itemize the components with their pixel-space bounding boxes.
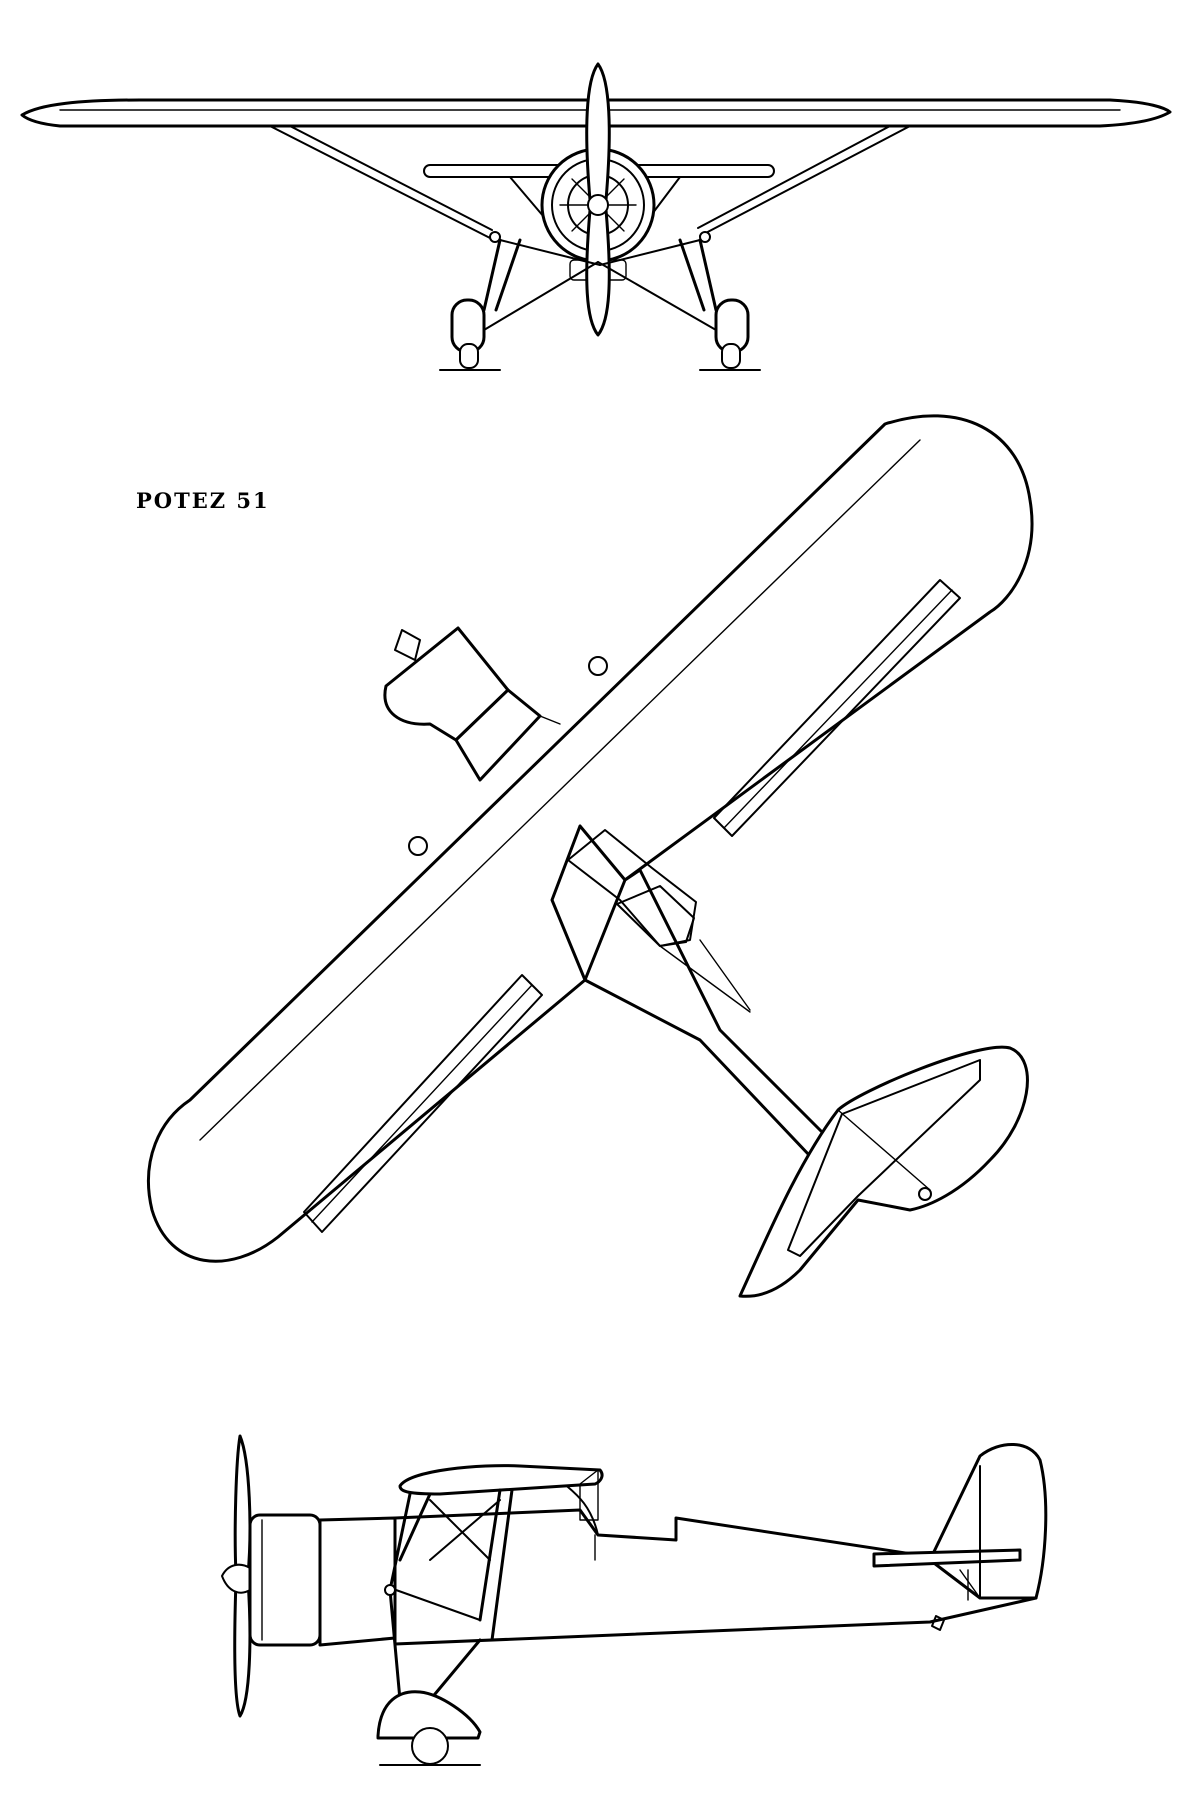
- top-horizontal-tail: [738, 1045, 1029, 1298]
- side-upper-wing: [398, 1464, 604, 1521]
- front-landing-gear: [439, 231, 761, 371]
- top-main-wing: [147, 414, 1034, 1263]
- front-propeller: [585, 62, 611, 337]
- front-view-drawing: [20, 62, 1172, 371]
- front-wing-struts: [269, 125, 911, 239]
- side-engine-cowling: [248, 1513, 397, 1647]
- side-tail: [872, 1443, 1048, 1631]
- side-landing-gear: [376, 1584, 482, 1766]
- top-left-aileron: [303, 974, 543, 1233]
- side-propeller: [221, 1434, 252, 1718]
- top-right-aileron: [713, 579, 961, 837]
- top-engine-nacelle: [383, 626, 608, 856]
- side-struts: [388, 1488, 514, 1642]
- top-view-drawing: [147, 414, 1034, 1298]
- drawing-title: POTEZ 51: [136, 488, 270, 513]
